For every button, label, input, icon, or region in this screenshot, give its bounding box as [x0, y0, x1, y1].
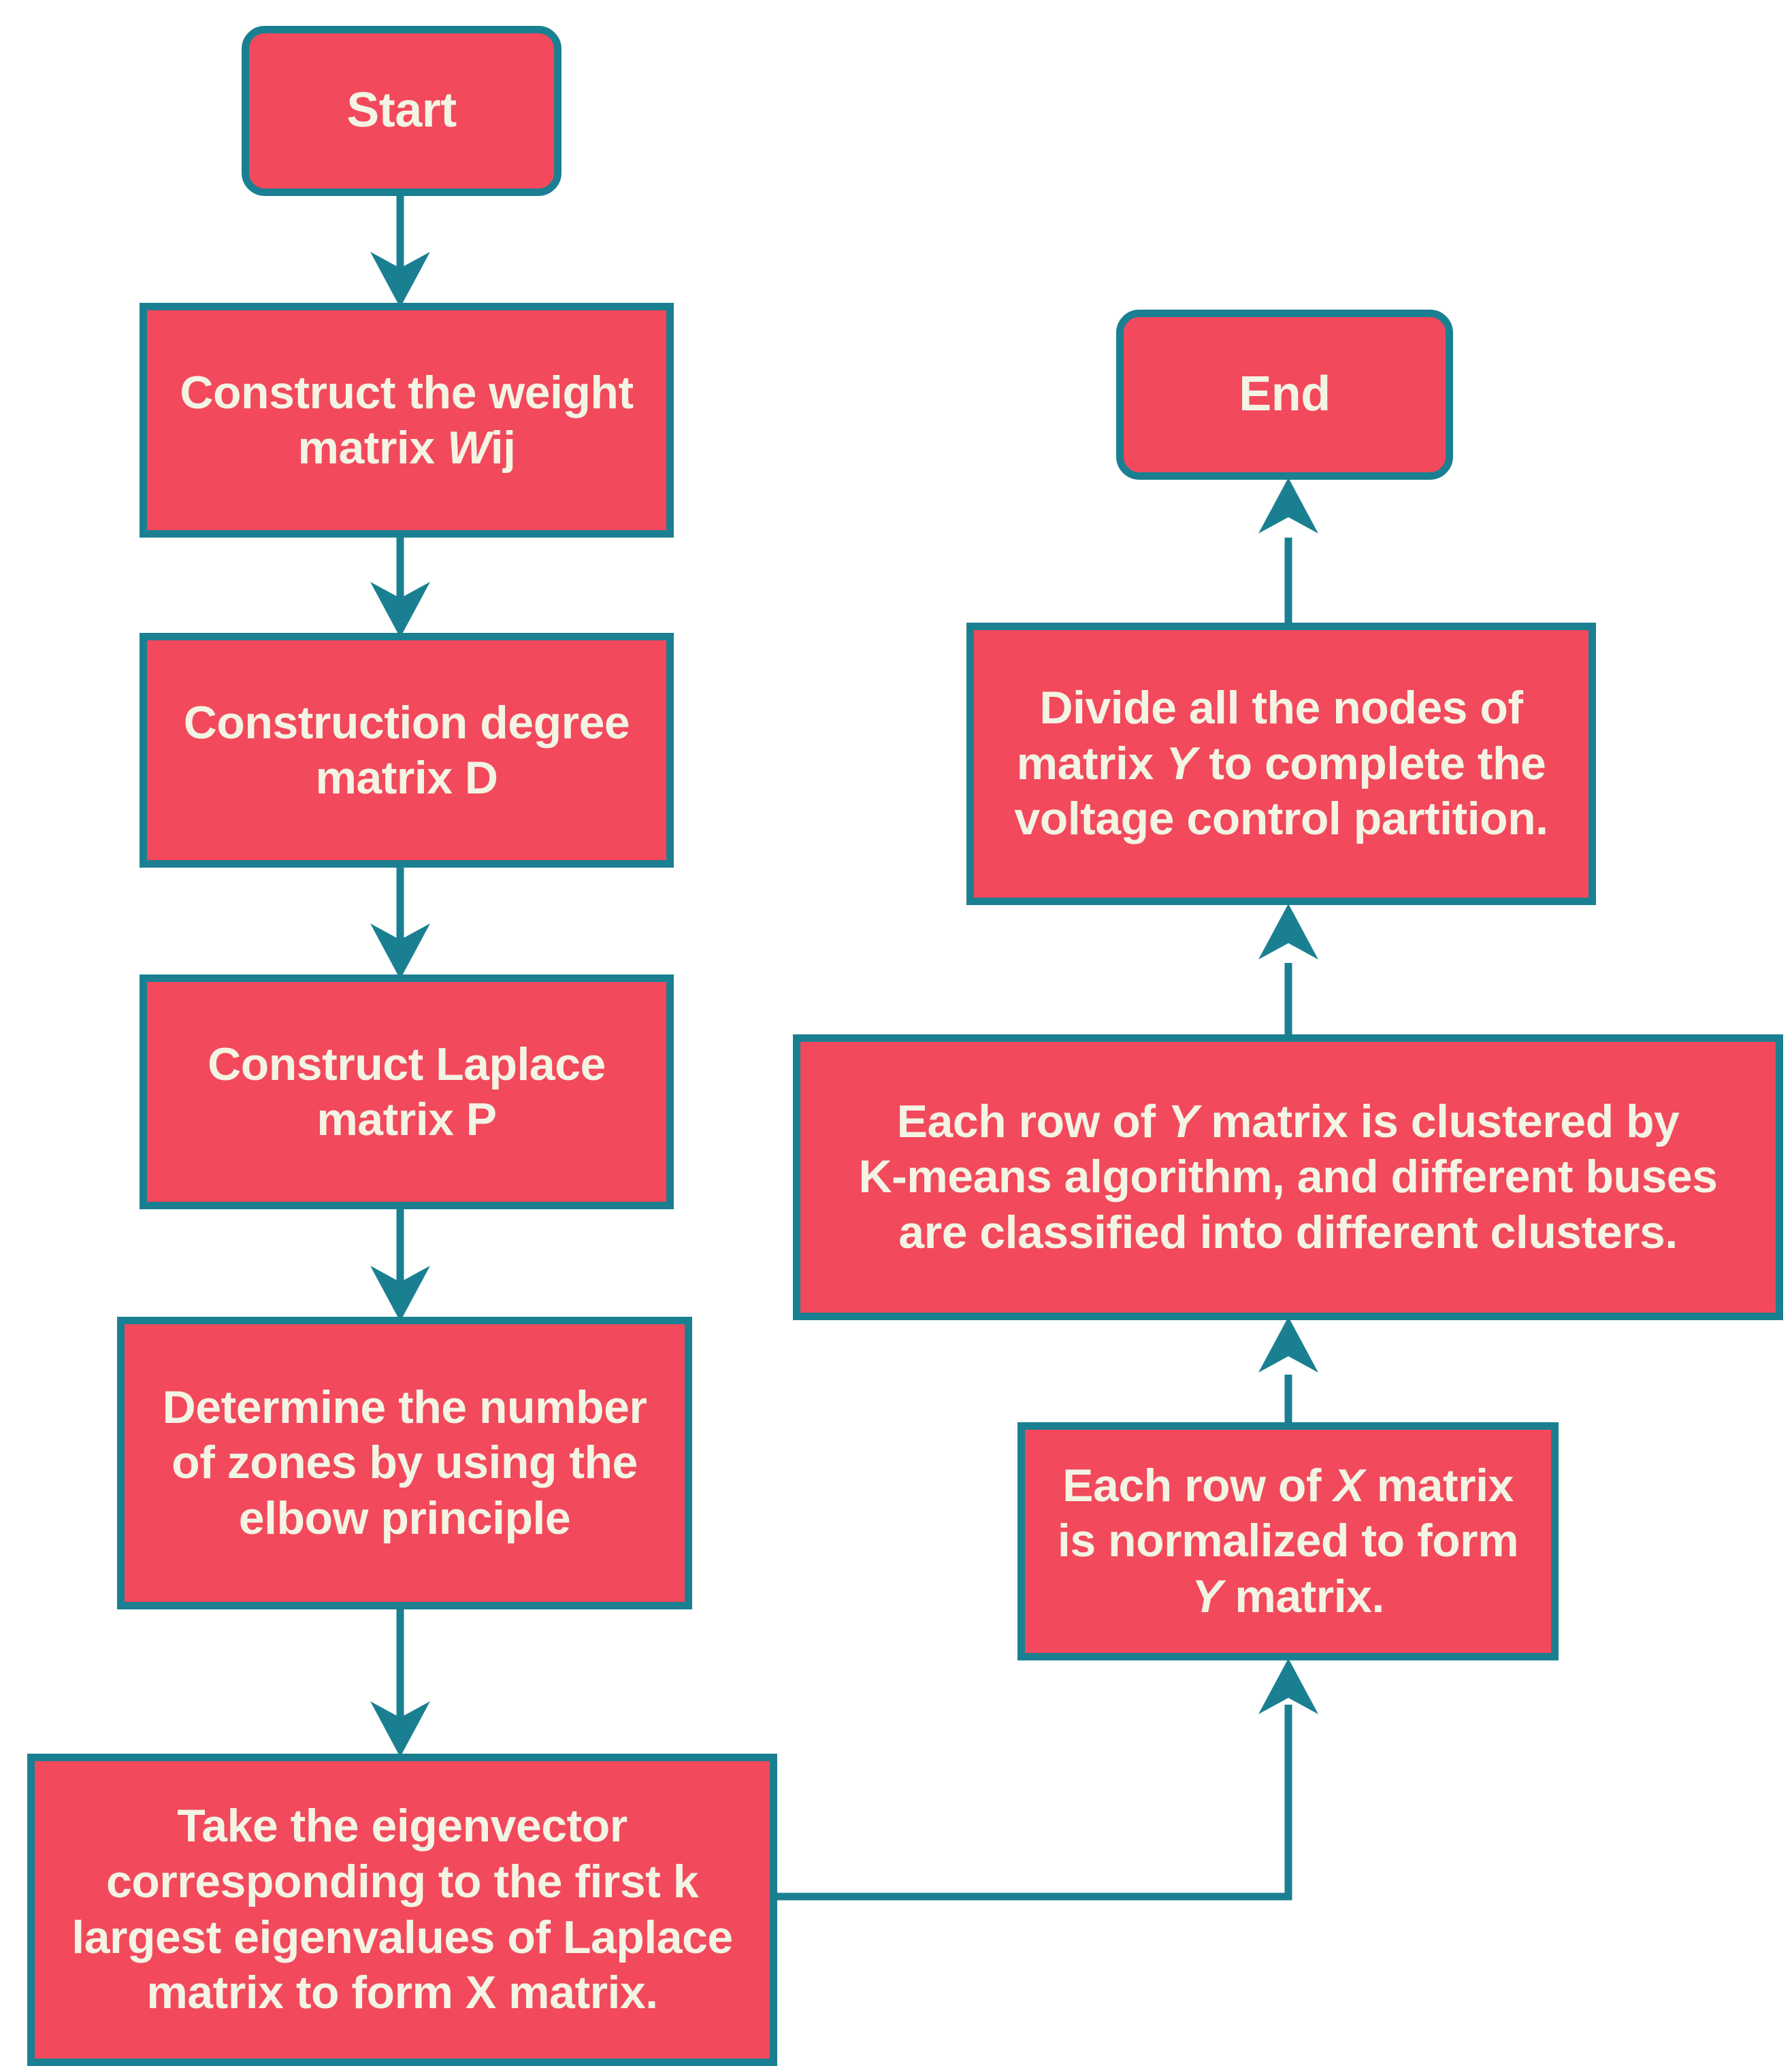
node-end-label: End: [1239, 367, 1331, 422]
node-eigenvector-x[interactable]: Take the eigenvector corresponding to th…: [27, 1754, 777, 2066]
node-end[interactable]: End: [1116, 310, 1453, 480]
node-normalize-y[interactable]: Each row of X matrix is normalized to fo…: [1017, 1422, 1559, 1660]
edge-eigenvector-x-to-normalize-y: [777, 1658, 1318, 1901]
node-weight-matrix[interactable]: Construct the weight matrix Wij: [140, 303, 674, 538]
node-kmeans-cluster-label: Each row of Y matrix is clustered by K-m…: [858, 1095, 1718, 1258]
edge-start-to-weight-matrix: [370, 196, 430, 308]
node-laplace-matrix[interactable]: Construct Laplace matrix P: [140, 974, 674, 1209]
node-eigenvector-x-label: Take the eigenvector corresponding to th…: [71, 1800, 733, 2019]
edge-weight-matrix-to-degree-matrix: [370, 538, 430, 638]
node-normalize-y-label: Each row of X matrix is normalized to fo…: [1057, 1459, 1519, 1622]
node-divide-nodes[interactable]: Divide all the nodes of matrix Y to comp…: [966, 623, 1596, 905]
edge-elbow-zones-to-eigenvector-x: [370, 1609, 430, 1757]
node-start-label: Start: [346, 83, 457, 138]
node-weight-matrix-label: Construct the weight matrix Wij: [180, 367, 634, 474]
node-kmeans-cluster[interactable]: Each row of Y matrix is clustered by K-m…: [793, 1034, 1783, 1320]
node-degree-matrix-label: Construction degree matrix D: [183, 697, 630, 804]
edge-degree-matrix-to-laplace-matrix: [370, 868, 430, 979]
node-divide-nodes-label: Divide all the nodes of matrix Y to comp…: [1014, 682, 1548, 845]
node-elbow-zones[interactable]: Determine the number of zones by using t…: [117, 1317, 692, 1609]
edge-laplace-matrix-to-elbow-zones: [370, 1209, 430, 1322]
node-elbow-zones-label: Determine the number of zones by using t…: [162, 1381, 647, 1544]
node-laplace-matrix-label: Construct Laplace matrix P: [208, 1038, 606, 1145]
node-degree-matrix[interactable]: Construction degree matrix D: [140, 633, 674, 868]
node-start[interactable]: Start: [242, 26, 561, 196]
